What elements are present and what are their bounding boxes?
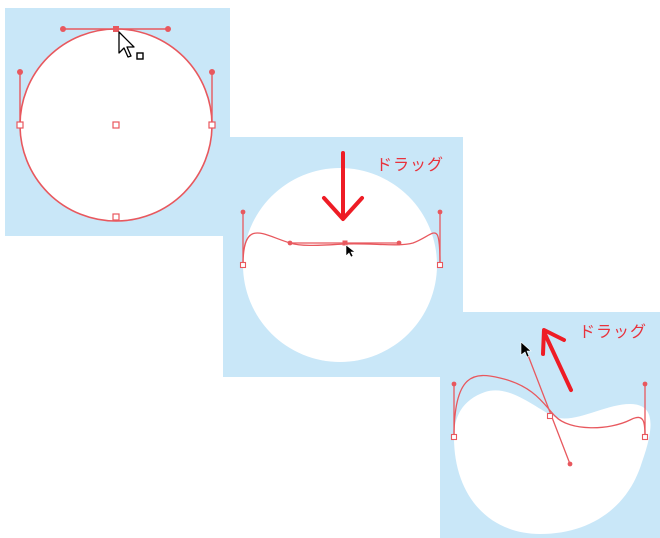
top-handle-left-point[interactable] — [287, 240, 293, 246]
right-handle-point[interactable] — [209, 69, 215, 75]
step1-circle-panel — [5, 8, 230, 236]
step3-drag-up-panel: ドラッグ — [440, 312, 660, 538]
right-anchor[interactable] — [436, 261, 444, 269]
distorted-shape-fill — [454, 390, 651, 534]
selection-arrow-cursor-icon — [118, 31, 144, 60]
top-handle-right-point[interactable] — [396, 240, 402, 246]
right-handle-point[interactable] — [642, 381, 648, 387]
left-anchor[interactable] — [239, 261, 247, 269]
top-handle-right-point[interactable] — [165, 26, 171, 32]
center-point — [112, 121, 120, 129]
pointer-cursor-icon — [520, 341, 532, 358]
bottom-anchor[interactable] — [112, 213, 120, 221]
step2-drag-label: ドラッグ — [376, 155, 445, 174]
moved-anchor[interactable] — [546, 412, 554, 420]
drag-arrow-up-icon — [541, 328, 573, 392]
drag-arrow-down-icon — [322, 151, 364, 221]
left-handle-point[interactable] — [17, 69, 23, 75]
step1-canvas — [16, 26, 216, 222]
pointer-cursor-icon — [345, 244, 356, 258]
left-handle-point[interactable] — [451, 381, 457, 387]
step3-drag-label: ドラッグ — [579, 322, 648, 341]
right-anchor[interactable] — [208, 121, 216, 129]
step3-canvas — [450, 328, 651, 534]
circle-shape-fill — [243, 168, 437, 362]
step2-drag-down-panel: ドラッグ — [223, 137, 463, 377]
left-anchor[interactable] — [16, 121, 24, 129]
left-anchor[interactable] — [450, 433, 458, 441]
top-handle-left-point[interactable] — [60, 26, 66, 32]
right-anchor[interactable] — [641, 433, 649, 441]
step2-canvas — [239, 151, 444, 362]
left-handle-point[interactable] — [240, 209, 246, 215]
top-anchor-selected[interactable] — [113, 26, 119, 32]
top-anchor-dragged[interactable] — [342, 240, 348, 246]
rotated-handle-bottom-point[interactable] — [567, 461, 573, 467]
distorted-path[interactable] — [453, 374, 646, 438]
rotated-handle-line — [525, 349, 571, 465]
right-handle-point[interactable] — [437, 209, 443, 215]
